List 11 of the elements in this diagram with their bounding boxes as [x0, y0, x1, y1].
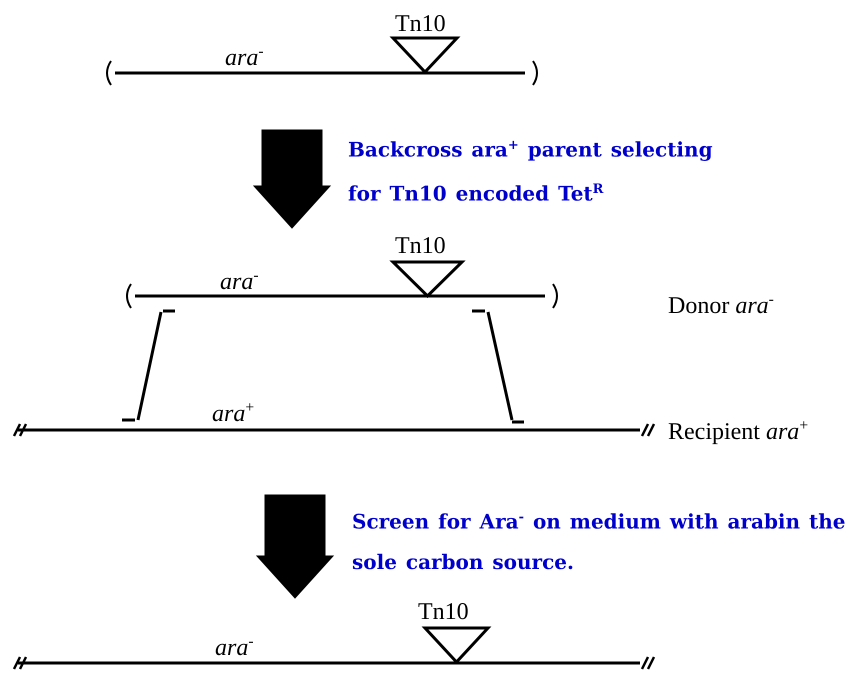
gene-label: Tn10	[395, 12, 446, 36]
strain-label: Donor ara$^{-}$	[668, 292, 774, 318]
gene-label: Tn10	[418, 600, 469, 624]
gene-label: ara$^{-}$	[225, 44, 264, 70]
strain-label: Recipient ara$^{+}$	[668, 418, 808, 444]
gene-label: Tn10	[395, 234, 446, 258]
step-note: Screen for Ara$^{-}$ on medium with arabin the sole carbon source.	[352, 508, 847, 576]
gene-label: ara$^{-}$	[215, 634, 254, 660]
step-note: Backcross ara$^{+}$ parent selecting for Tn10 encoded Tet$^{R}$	[348, 136, 714, 208]
gene-label: ara$^{+}$	[212, 400, 254, 426]
gene-label: ara$^{-}$	[220, 268, 259, 294]
